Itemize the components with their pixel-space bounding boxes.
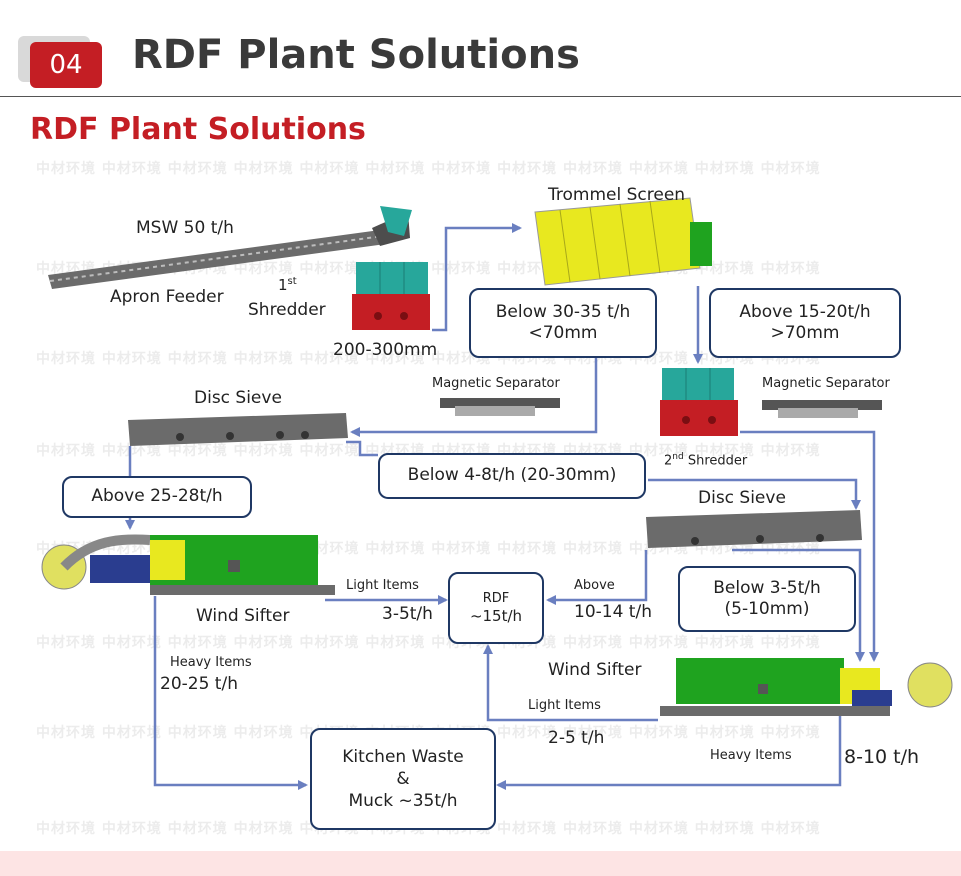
wind-sifter-left-label: Wind Sifter (196, 606, 290, 626)
box-line: >70mm (770, 323, 840, 343)
box-line: Kitchen Waste (342, 746, 464, 767)
second-shredder-machine (660, 368, 738, 436)
light-items-left-label: Light Items (346, 578, 419, 593)
magnetic-separator-left-machine (440, 398, 560, 416)
light-items-right-label: Light Items (528, 698, 601, 713)
disc-sieve-right-machine (646, 510, 862, 548)
magnetic-separator-right-machine (762, 400, 882, 418)
wind-sifter-left-machine (41, 534, 335, 595)
disc-sieve-right-label: Disc Sieve (698, 488, 786, 508)
box-line: ~15t/h (469, 606, 523, 625)
arrow-below-3-5 (732, 548, 865, 662)
box-line: Above 25-28t/h (91, 486, 223, 507)
flow-8-10-label: 8-10 t/h (844, 746, 920, 768)
flow-2-5-label: 2-5 t/h (548, 728, 605, 748)
arrow-shredder2-to-wind-sifter (740, 430, 879, 662)
header-divider (0, 96, 961, 97)
arrow-shredder-to-trommel (432, 223, 522, 332)
heavy-items-left-label: Heavy Items (170, 655, 252, 670)
magnetic-separator-left-label: Magnetic Separator (432, 376, 560, 391)
box-line: <70mm (528, 323, 598, 343)
wind-sifter-right-machine (660, 658, 953, 716)
above-25-28-box: Above 25-28t/h (62, 476, 252, 518)
line-disc-sieve-below (346, 440, 378, 457)
arrow-below-to-disc-sieve (350, 358, 598, 437)
kitchen-waste-box: Kitchen Waste & Muck ~35t/h (310, 728, 496, 830)
arrow-light-items-right-to-rdf (483, 644, 658, 722)
wind-sifter-right-label: Wind Sifter (548, 660, 642, 680)
apron-feeder-label: Apron Feeder (110, 287, 224, 307)
box-line: Muck ~35t/h (348, 791, 458, 812)
section-number-badge: 04 (30, 42, 102, 88)
size-200-300-label: 200-300mm (333, 340, 438, 360)
section-subtitle: RDF Plant Solutions (30, 112, 366, 147)
first-shredder-machine (352, 262, 430, 330)
watermark-row: 中材环境 中材环境 中材环境 中材环境 中材环境 中材环境 中材环境 中材环境 … (36, 635, 821, 651)
flow-20-25-label: 20-25 t/h (160, 674, 238, 694)
flow-3-5-label: 3-5t/h (382, 604, 433, 624)
above-15-20-box: Above 15-20t/h >70mm (709, 288, 901, 358)
trommel-screen-machine (534, 197, 712, 286)
msw-input-label: MSW 50 t/h (136, 218, 234, 238)
trommel-screen-label: Trommel Screen (548, 185, 686, 205)
box-line: Above 15-20t/h (739, 301, 871, 322)
box-line: Below 30-35 t/h (495, 301, 631, 322)
above-right-label: Above (574, 578, 615, 593)
box-line: (5-10mm) (724, 599, 810, 619)
flow-10-14-label: 10-14 t/h (574, 602, 652, 622)
first-shredder-label: Shredder (248, 300, 326, 320)
box-line: & (396, 768, 410, 789)
box-line: Below 4-8t/h (20-30mm) (407, 465, 617, 486)
footer-band (0, 851, 961, 876)
first-shredder-number: 1st (278, 276, 297, 294)
below-30-35-box: Below 30-35 t/h <70mm (469, 288, 657, 358)
below-4-8-box: Below 4-8t/h (20-30mm) (378, 453, 646, 499)
apron-feeder-machine (48, 206, 412, 289)
rdf-output-box: RDF ~15t/h (448, 572, 544, 644)
below-3-5-box: Below 3-5t/h (5-10mm) (678, 566, 856, 632)
arrow-above-to-rdf (546, 550, 648, 605)
box-line: Below 3-5t/h (713, 577, 821, 598)
watermark-row: 中材环境 中材环境 中材环境 中材环境 中材环境 中材环境 中材环境 中材环境 … (36, 161, 821, 177)
arrow-to-disc-sieve-right (648, 478, 861, 510)
arrow-heavy-right-to-waste (496, 716, 842, 790)
disc-sieve-top-label: Disc Sieve (194, 388, 282, 408)
disc-sieve-top-machine (128, 413, 348, 446)
page-title: RDF Plant Solutions (132, 32, 580, 78)
magnetic-separator-right-label: Magnetic Separator (762, 376, 890, 391)
second-shredder-label: 2nd Shredder (664, 452, 748, 469)
arrow-heavy-left-to-waste (153, 596, 308, 790)
heavy-items-right-label: Heavy Items (710, 748, 792, 763)
box-line: RDF (482, 590, 510, 606)
